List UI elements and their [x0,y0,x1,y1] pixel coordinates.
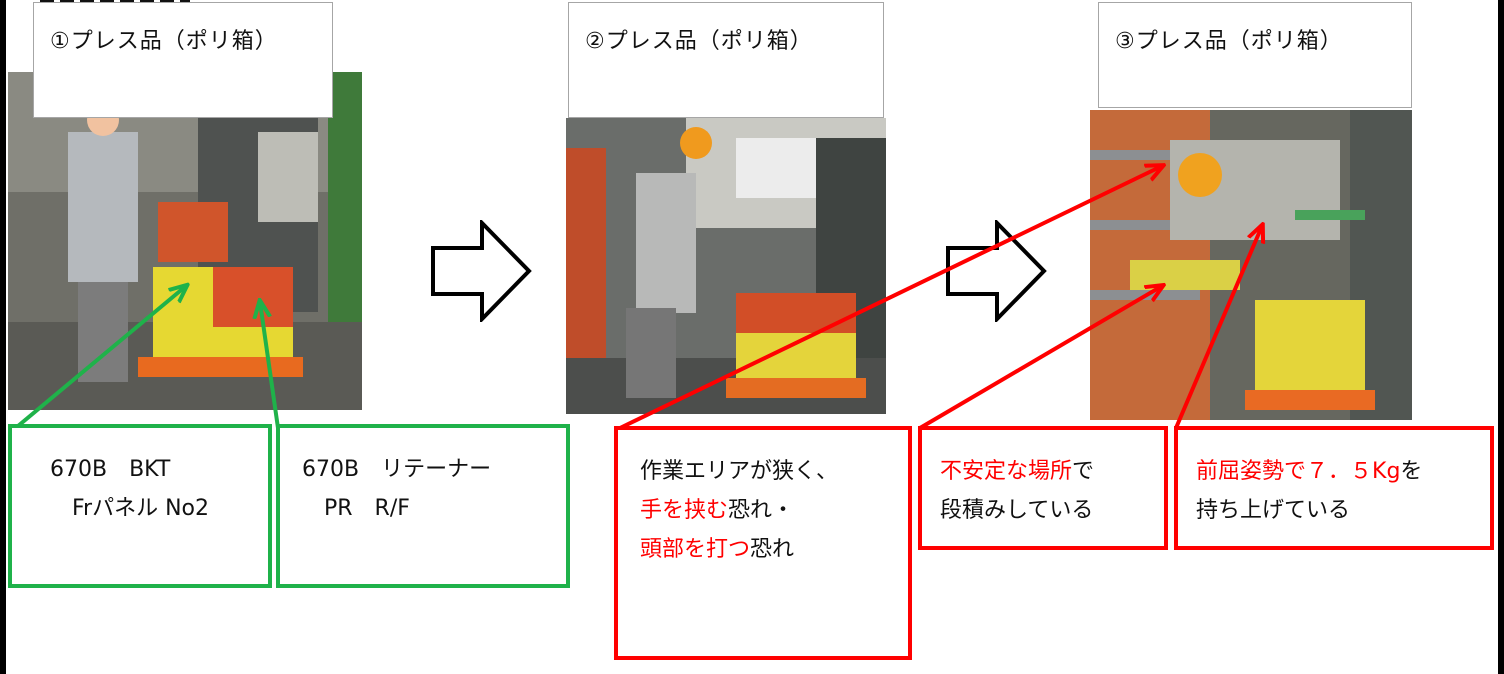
hazard-note-1-line-2-rest: 恐れ・ [728,498,795,523]
hazard-note-3-line-1: 前屈姿勢で７．５Kgを [1196,452,1490,491]
hazard-note-1-line-2: 手を挟む恐れ・ [640,491,908,530]
part-note-2-line-2: PR R/F [302,496,410,521]
hazard-note-3-highlight-posture: 前屈姿勢で [1196,459,1307,484]
process-arrow-icon [946,220,1047,322]
step-2-label-text: ②プレス品（ポリ箱） [585,29,813,54]
step-1-label-text: ①プレス品（ポリ箱） [50,29,278,54]
part-note-2: 670B リテーナー PR R/F [276,424,570,588]
hazard-note-2-highlight-place: 不安定な場所 [940,459,1073,484]
frame-left-border [0,0,6,674]
photo-step-1 [8,72,362,410]
part-note-1-line-1: 670B BKT [50,457,171,482]
hazard-note-3: 前屈姿勢で７．５Kgを 持ち上げている [1174,426,1494,550]
hazard-note-1-line-1: 作業エリアが狭く、 [640,459,839,484]
hazard-note-2-line-1-rest: で [1072,459,1095,484]
hazard-note-2-line-1: 不安定な場所で [940,452,1164,491]
process-arrow-icon [431,220,532,322]
hazard-note-3-highlight-weight: ７．５Kg [1306,459,1401,484]
step-3-label-text: ③プレス品（ポリ箱） [1115,29,1343,54]
hazard-note-3-line-2: 持ち上げている [1196,498,1351,523]
part-note-2-line-1: 670B リテーナー [302,457,492,482]
hazard-note-3-line-1-rest: を [1400,459,1423,484]
photo-step-2 [566,118,886,414]
part-note-1-line-2: Frパネル No2 [50,496,210,521]
step-2-label: ②プレス品（ポリ箱） [568,2,884,118]
hazard-note-1-highlight-head: 頭部を打つ [640,537,751,562]
hazard-note-1: 作業エリアが狭く、 手を挟む恐れ・ 頭部を打つ恐れ [614,426,912,660]
hazard-note-2-line-2: 段積みしている [940,498,1094,523]
frame-right-border [1498,0,1504,674]
photo-step-3 [1090,110,1412,420]
hazard-note-1-line-3-rest: 恐れ [750,537,795,562]
step-3-label: ③プレス品（ポリ箱） [1098,2,1412,108]
step-1-label: ①プレス品（ポリ箱） [33,2,333,118]
part-note-1: 670B BKT Frパネル No2 [8,424,272,588]
hazard-note-2: 不安定な場所で 段積みしている [918,426,1168,550]
hazard-note-1-line-3: 頭部を打つ恐れ [640,530,908,569]
hazard-note-1-highlight-hands: 手を挟む [640,498,729,523]
